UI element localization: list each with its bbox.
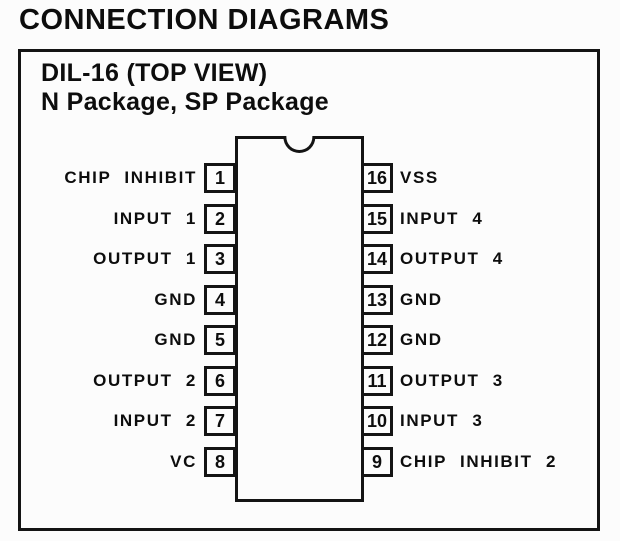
- ic-body: [235, 136, 364, 502]
- pin-number: 8: [204, 447, 236, 477]
- pin-row-14: 14 OUTPUT 4: [0, 244, 620, 274]
- pin1-notch-icon: [282, 136, 315, 153]
- pin-row-8: VC 8: [0, 447, 620, 477]
- pin-label: CHIP INHIBIT: [64, 168, 197, 187]
- pin-row-1: CHIP INHIBIT 1: [0, 163, 620, 193]
- pin-row-9: 9 CHIP INHIBIT 2: [0, 447, 620, 477]
- pin-row-15: 15 INPUT 4: [0, 204, 620, 234]
- pin-number: 1: [204, 163, 236, 193]
- pin-label: OUTPUT 2: [93, 371, 197, 390]
- pin-number: 14: [361, 244, 393, 274]
- pin-label: INPUT 4: [400, 209, 484, 228]
- pin-label: VSS: [400, 168, 439, 187]
- pin-row-12: 12 GND: [0, 325, 620, 355]
- pin-label: OUTPUT 3: [400, 371, 504, 390]
- pin-row-7: INPUT 2 7: [0, 406, 620, 436]
- pin-number: 16: [361, 163, 393, 193]
- pin-row-2: INPUT 1 2: [0, 204, 620, 234]
- pin-number: 9: [361, 447, 393, 477]
- page-title: CONNECTION DIAGRAMS: [19, 4, 390, 36]
- pin-row-4: GND 4: [0, 285, 620, 315]
- pin-number: 10: [361, 406, 393, 436]
- pin-number: 3: [204, 244, 236, 274]
- pin-label: GND: [400, 330, 443, 349]
- pin-number: 7: [204, 406, 236, 436]
- pin-number: 4: [204, 285, 236, 315]
- pin-row-10: 10 INPUT 3: [0, 406, 620, 436]
- package-heading: DIL-16 (TOP VIEW) N Package, SP Package: [41, 59, 329, 117]
- pin-row-3: OUTPUT 1 3: [0, 244, 620, 274]
- pin-label: INPUT 3: [400, 411, 484, 430]
- pin-label: INPUT 2: [113, 411, 197, 430]
- pin-number: 15: [361, 204, 393, 234]
- pin-row-6: OUTPUT 2 6: [0, 366, 620, 396]
- pin-row-16: 16 VSS: [0, 163, 620, 193]
- pin-label: OUTPUT 4: [400, 249, 504, 268]
- pin-label: INPUT 1: [113, 209, 197, 228]
- pin-number: 13: [361, 285, 393, 315]
- pin-label: GND: [154, 330, 197, 349]
- pin-row-5: GND 5: [0, 325, 620, 355]
- pin-label: OUTPUT 1: [93, 249, 197, 268]
- pin-row-13: 13 GND: [0, 285, 620, 315]
- package-heading-line2: N Package, SP Package: [41, 88, 329, 116]
- pin-label: GND: [400, 290, 443, 309]
- pin-number: 11: [361, 366, 393, 396]
- pin-label: VC: [170, 452, 197, 471]
- pin-number: 5: [204, 325, 236, 355]
- pin-row-11: 11 OUTPUT 3: [0, 366, 620, 396]
- pin-number: 6: [204, 366, 236, 396]
- package-heading-line1: DIL-16 (TOP VIEW): [41, 59, 268, 87]
- pin-number: 12: [361, 325, 393, 355]
- pin-label: GND: [154, 290, 197, 309]
- pin-number: 2: [204, 204, 236, 234]
- pin-label: CHIP INHIBIT 2: [400, 452, 557, 471]
